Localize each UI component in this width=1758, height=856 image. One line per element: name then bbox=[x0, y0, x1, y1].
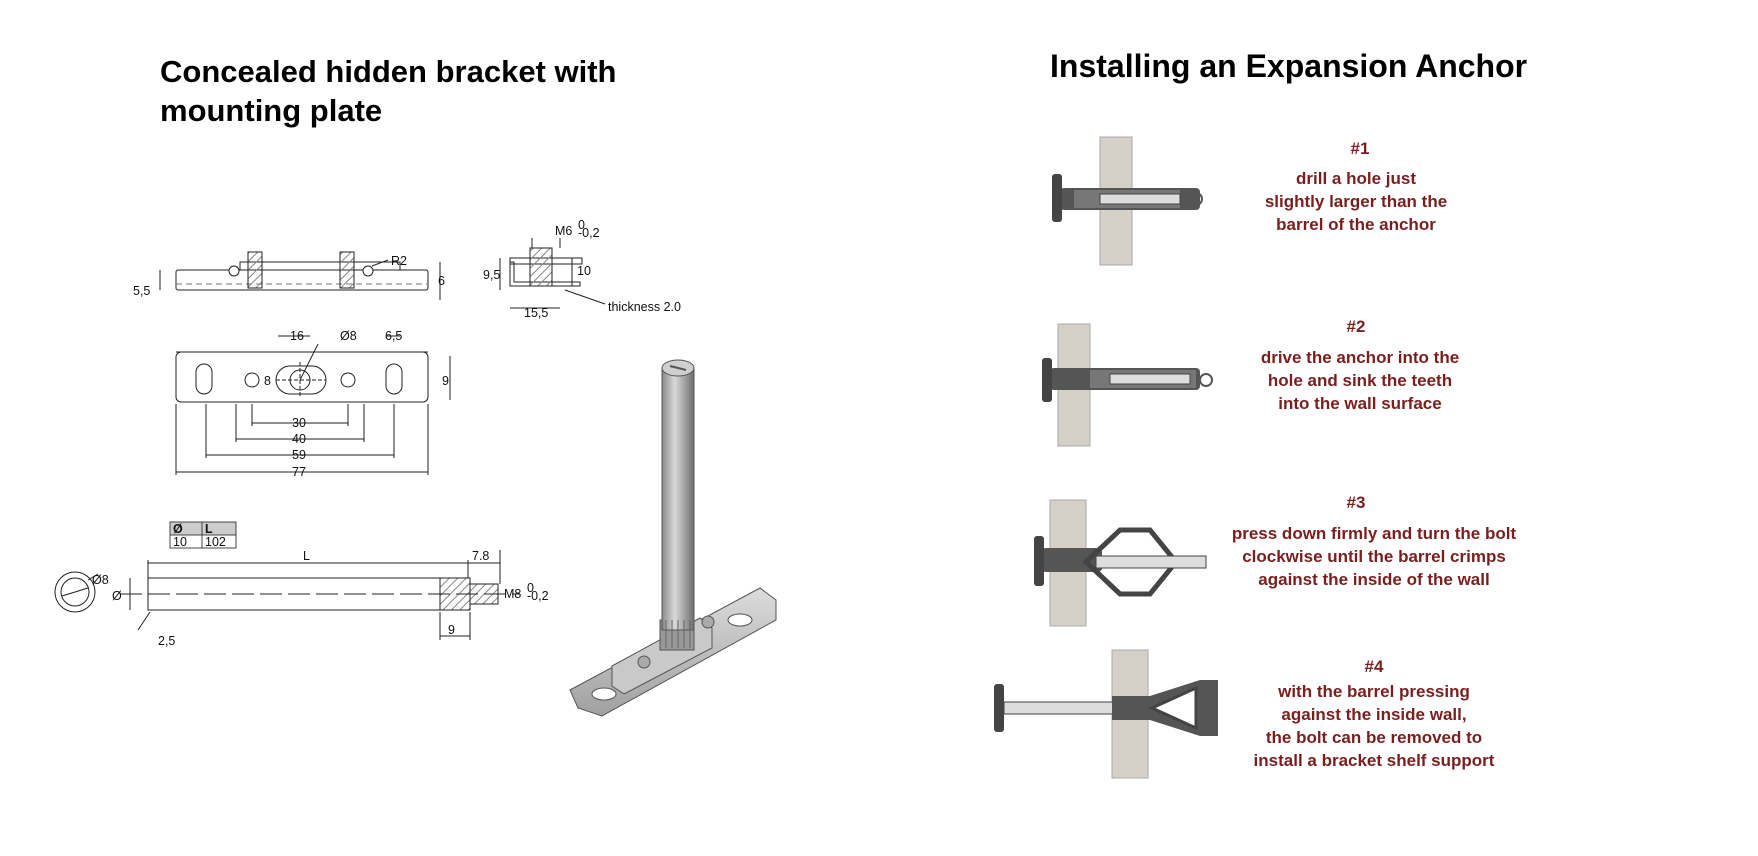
table-cell-102: 102 bbox=[205, 535, 226, 549]
dim-pin-dia: Ø bbox=[112, 589, 122, 603]
step-4-line-3: the bolt can be removed to bbox=[1266, 728, 1482, 747]
dim-9: 9 bbox=[442, 374, 449, 388]
table-cell-10: 10 bbox=[173, 535, 187, 549]
dim-pin-thread-tol-bottom: -0,2 bbox=[527, 589, 549, 603]
step-4-number: #4 bbox=[1365, 657, 1384, 676]
anchor-title: Installing an Expansion Anchor bbox=[1050, 48, 1528, 84]
dim-5-5: 5,5 bbox=[133, 284, 150, 298]
step-3-line-1: press down firmly and turn the bolt bbox=[1232, 524, 1517, 543]
table-header-l: L bbox=[205, 522, 213, 536]
dim-thickness: thickness 2.0 bbox=[608, 300, 681, 314]
step-1: #1 drill a hole just slightly larger tha… bbox=[1265, 139, 1447, 234]
step-2-number: #2 bbox=[1347, 317, 1366, 336]
dim-hole-8: Ø8 bbox=[340, 329, 357, 343]
dim-m6-tol-top: 0 bbox=[578, 218, 585, 232]
bracket-title: Concealed hidden bracket with mounting p… bbox=[160, 54, 617, 128]
table-header-dia: Ø bbox=[173, 522, 183, 536]
dim-pin-thread-len: 9 bbox=[448, 623, 455, 637]
dim-pin-offset: 7.8 bbox=[472, 549, 489, 563]
step-3-number: #3 bbox=[1347, 493, 1366, 512]
step-1-line-2: slightly larger than the bbox=[1265, 192, 1447, 211]
clip-side-view bbox=[499, 238, 606, 309]
dim-6-5: 6,5 bbox=[385, 329, 402, 343]
dim-15-5: 15,5 bbox=[524, 306, 548, 320]
dim-pin-thread: M8 bbox=[504, 587, 521, 601]
anchor-illustration-4 bbox=[994, 649, 1218, 779]
dim-77: 77 bbox=[292, 465, 306, 479]
anchor-illustration-2 bbox=[1042, 323, 1213, 447]
step-4: #4 with the barrel pressing against the … bbox=[1254, 657, 1495, 770]
dim-pin-end-dia: Ø8 bbox=[92, 573, 109, 587]
pin-side-view bbox=[54, 550, 520, 640]
dim-pin-chamfer: 2,5 bbox=[158, 634, 175, 648]
dim-pin-thread-tol-top: 0 bbox=[527, 581, 534, 595]
step-4-line-4: install a bracket shelf support bbox=[1254, 751, 1495, 770]
plate-top-view bbox=[175, 335, 451, 475]
dim-40: 40 bbox=[292, 432, 306, 446]
dim-pin-length: L bbox=[303, 549, 310, 563]
dim-m6: M6 bbox=[555, 224, 572, 238]
dim-59: 59 bbox=[292, 448, 306, 462]
step-2-line-1: drive the anchor into the bbox=[1261, 348, 1459, 367]
dim-30: 30 bbox=[292, 416, 306, 430]
dim-6: 6 bbox=[438, 274, 445, 288]
dimension-table bbox=[169, 521, 237, 549]
dim-8: 8 bbox=[264, 374, 271, 388]
dim-9-5: 9,5 bbox=[483, 268, 500, 282]
step-2: #2 drive the anchor into the hole and si… bbox=[1261, 317, 1459, 413]
dim-10: 10 bbox=[577, 264, 591, 278]
dim-r2: R2 bbox=[391, 254, 407, 268]
step-1-number: #1 bbox=[1351, 139, 1370, 158]
plate-side-view bbox=[159, 251, 441, 300]
step-4-line-1: with the barrel pressing bbox=[1277, 682, 1470, 701]
step-3: #3 press down firmly and turn the bolt c… bbox=[1232, 493, 1517, 589]
step-2-line-2: hole and sink the teeth bbox=[1268, 371, 1452, 390]
bracket-3d-render bbox=[569, 359, 777, 717]
step-3-line-2: clockwise until the barrel crimps bbox=[1242, 547, 1506, 566]
step-3-line-3: against the inside of the wall bbox=[1258, 570, 1489, 589]
step-2-line-3: into the wall surface bbox=[1278, 394, 1441, 413]
step-4-line-2: against the inside wall, bbox=[1281, 705, 1466, 724]
anchor-illustration-1 bbox=[1052, 136, 1203, 266]
dim-16: 16 bbox=[290, 329, 304, 343]
step-1-line-1: drill a hole just bbox=[1296, 169, 1416, 188]
step-1-line-3: barrel of the anchor bbox=[1276, 215, 1436, 234]
anchor-illustration-3 bbox=[1034, 499, 1207, 627]
dim-m6-tol-bottom: -0,2 bbox=[578, 226, 600, 240]
